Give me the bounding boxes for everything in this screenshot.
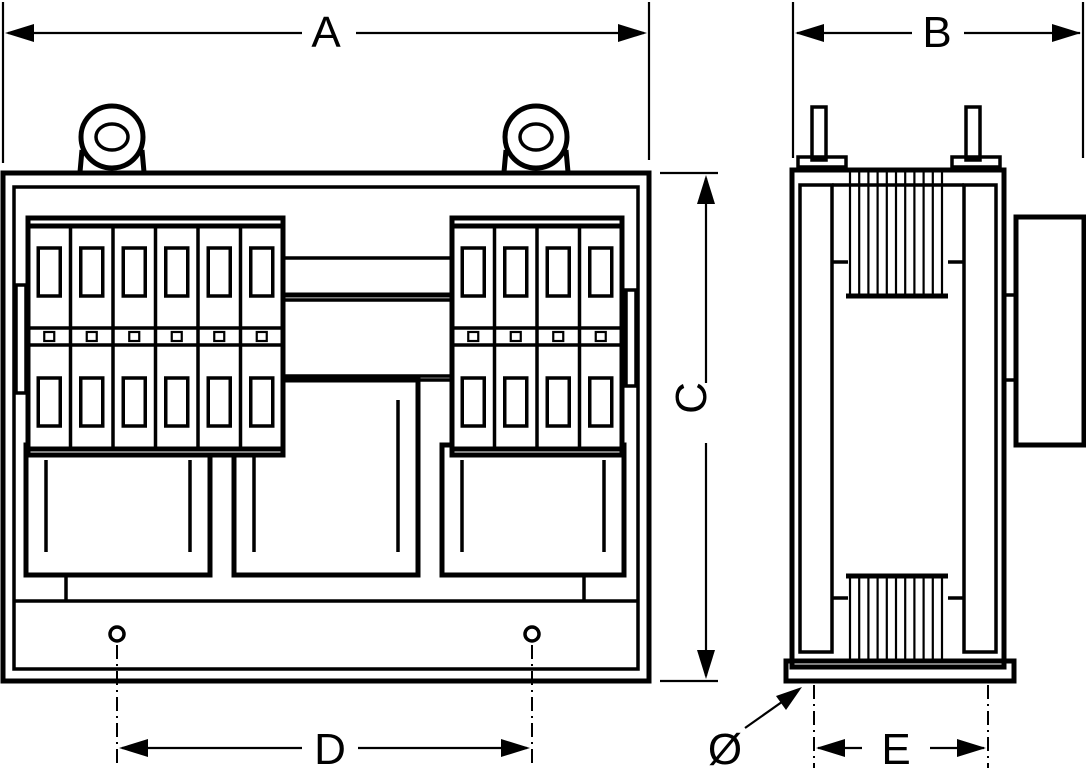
dimension-label-e: E [881, 725, 910, 768]
terminal-screw [255, 330, 268, 343]
terminal-screw [85, 330, 98, 343]
mounting-hole-left [108, 625, 126, 643]
terminal-slot [36, 246, 62, 298]
terminal-screw [170, 330, 183, 343]
terminal-screw [552, 330, 565, 343]
terminal-slot [460, 246, 486, 298]
terminal-slot [206, 246, 232, 298]
lifting-eye-right [501, 103, 571, 173]
terminal-slot [206, 376, 232, 428]
side-terminal-box [1013, 214, 1086, 448]
terminal-screw [467, 330, 480, 343]
terminal-slot [164, 376, 190, 428]
terminal-slot [545, 376, 571, 428]
mounting-hole-right [523, 625, 541, 643]
terminal-slot [121, 246, 147, 298]
terminal-slot [164, 246, 190, 298]
terminal-slot [588, 376, 614, 428]
terminal-slot [503, 246, 529, 298]
dimension-label-d: D [314, 725, 346, 768]
core-bars [284, 256, 452, 382]
terminal-slot [79, 246, 105, 298]
terminal-slot [249, 246, 275, 298]
coils [23, 377, 627, 601]
terminal-screw [43, 330, 56, 343]
front-view [0, 103, 652, 768]
terminal-block-left [25, 215, 286, 458]
terminal-slot [460, 376, 486, 428]
terminal-slot [121, 376, 147, 428]
terminal-screw [128, 330, 141, 343]
front-frame-inner [12, 185, 640, 671]
terminal-screw [509, 330, 522, 343]
terminal-slot [503, 376, 529, 428]
terminal-slot [588, 246, 614, 298]
dimension-label-a: A [311, 8, 341, 57]
terminal-slot [79, 376, 105, 428]
dimension-label-c: C [667, 382, 716, 414]
terminal-block-right [449, 215, 625, 458]
terminal-screw [213, 330, 226, 343]
dimension-label-diameter: Ø [708, 725, 742, 768]
terminal-slot [545, 246, 571, 298]
base-foot [783, 658, 1017, 684]
lifting-eye-left [77, 103, 147, 173]
terminal-slot [36, 376, 62, 428]
terminal-screw [594, 330, 607, 343]
dimension-label-b: B [922, 8, 951, 57]
side-view [783, 105, 1086, 768]
terminal-slot [249, 376, 275, 428]
front-frame-outer [0, 170, 652, 684]
